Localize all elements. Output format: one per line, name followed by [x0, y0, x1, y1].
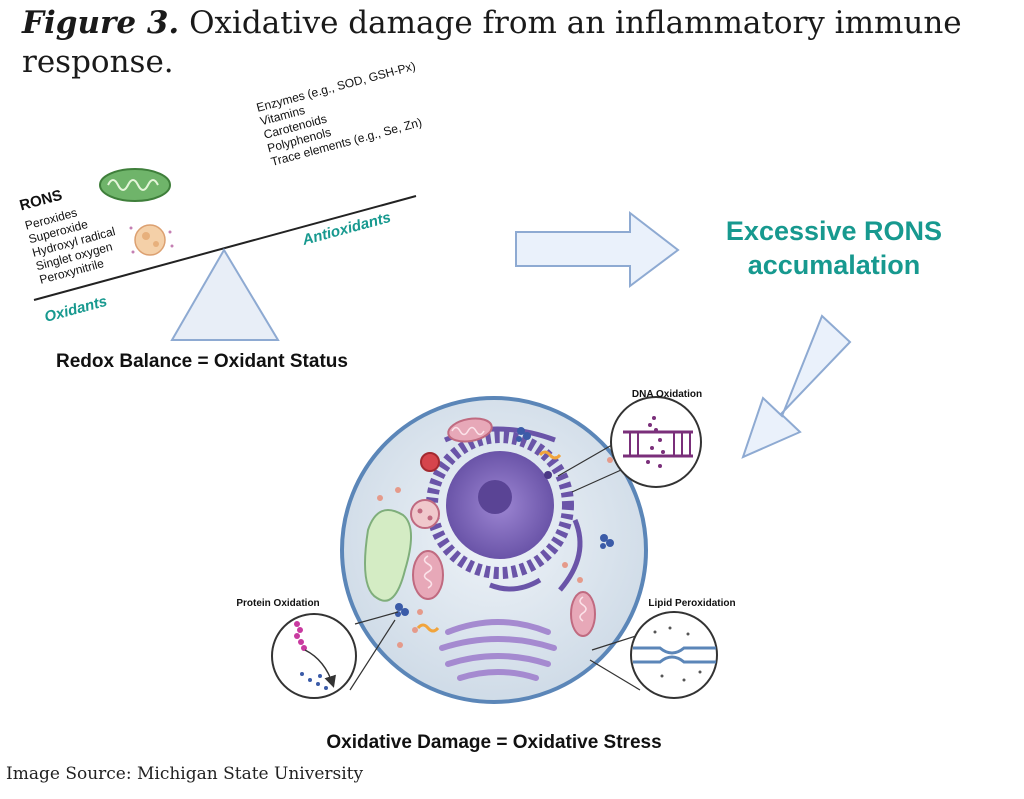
mitochondrion-icon — [447, 417, 493, 443]
cell-illustration — [340, 396, 648, 704]
granule-icon — [427, 515, 433, 521]
seesaw-beam — [33, 195, 417, 301]
figure-title: Figure 3. Oxidative damage from an infla… — [22, 4, 1012, 82]
dna-oxidation-callout: DNA Oxidation — [557, 389, 702, 493]
accumulation-line-1: Excessive RONS — [726, 216, 942, 246]
right-arrow-icon — [515, 210, 680, 288]
squiggle-icon — [538, 450, 562, 460]
redox-caption: Redox Balance = Oxidant Status — [56, 351, 348, 372]
figure-label: Figure 3. — [22, 5, 180, 41]
antioxidant-item: Enzymes (e.g., SOD, GSH-Px) — [255, 59, 417, 115]
radical-cell-icon — [129, 224, 174, 256]
squiggle-icon — [416, 623, 440, 633]
peroxisome-icon — [410, 499, 440, 529]
dna-oxidation-label: DNA Oxidation — [632, 389, 702, 400]
lipid-peroxidation-callout: Lipid Peroxidation — [589, 598, 736, 699]
image-source: Image Source: Michigan State University — [6, 764, 364, 784]
granule-icon — [417, 508, 423, 514]
mitochondrion-icon — [412, 550, 444, 600]
oxidants-label: Oxidants — [43, 293, 109, 326]
particle-dots — [377, 457, 613, 648]
down-left-arrow-icon — [741, 314, 852, 459]
protein-blob-icon — [516, 427, 531, 442]
protein-blob-icon — [600, 534, 614, 549]
lipid-bilayer-icon — [633, 646, 716, 664]
protein-oxidation-callout: Protein Oxidation — [236, 598, 399, 699]
lysosome-icon — [420, 452, 440, 472]
vacuole-icon — [364, 509, 412, 602]
reaction-arrow-icon — [304, 649, 336, 688]
protein-fragment-dots — [300, 672, 328, 690]
seesaw-fulcrum — [170, 248, 280, 341]
oxidative-damage-caption: Oxidative Damage = Oxidative Stress — [326, 732, 661, 753]
accumulation-line-2: accumalation — [748, 250, 921, 280]
figure-caption: Oxidative damage from an inflammatory im… — [22, 5, 962, 80]
mitochondrion-icon — [99, 168, 171, 202]
oxidized-base-dots — [646, 416, 665, 468]
golgi-icon — [439, 619, 557, 681]
mitochondrion-icon — [570, 591, 596, 637]
nucleus-icon — [426, 431, 574, 579]
protein-oxidation-label: Protein Oxidation — [236, 598, 319, 609]
dna-icon — [623, 430, 693, 458]
seesaw-group: RONS Peroxides Superoxide Hydroxyl radic… — [18, 59, 424, 372]
lipid-peroxidation-label: Lipid Peroxidation — [648, 598, 735, 609]
lipid-radical-dots — [653, 626, 702, 682]
